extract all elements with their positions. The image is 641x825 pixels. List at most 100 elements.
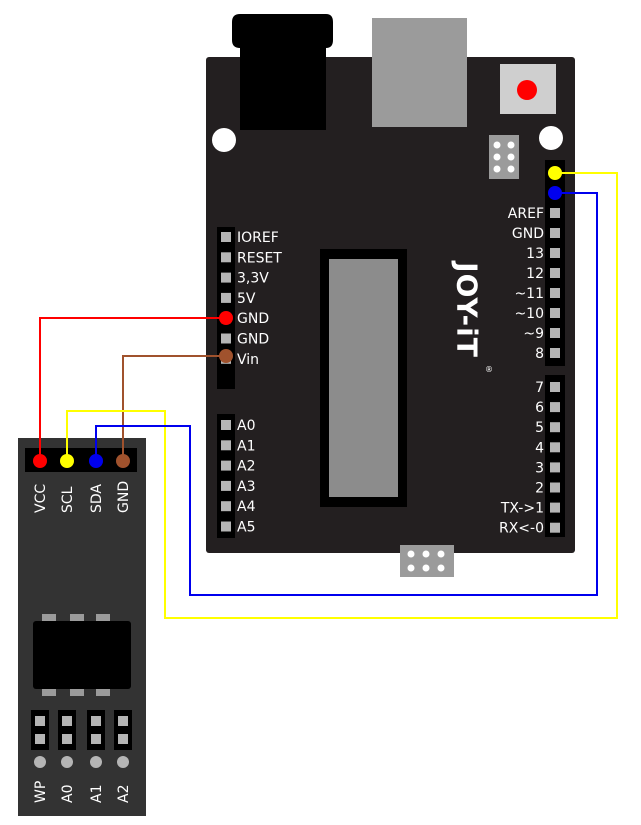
digital-pin bbox=[550, 248, 560, 258]
module-pin-label: SCL bbox=[60, 486, 76, 513]
module-pin-sda bbox=[89, 454, 103, 468]
digital-pin bbox=[550, 288, 560, 298]
address-pad bbox=[34, 756, 46, 768]
eeprom-module: VCC SCL SDA GND WP A0 A1 A2 bbox=[18, 438, 146, 816]
address-pin-label: WP bbox=[33, 781, 49, 803]
power-pin-label: GND bbox=[237, 311, 269, 327]
eeprom-chip bbox=[33, 614, 131, 696]
module-pin-vcc bbox=[33, 454, 47, 468]
digital-pin-label: 12 bbox=[526, 266, 544, 282]
power-pin-label: RESET bbox=[237, 250, 282, 266]
jumper-pin bbox=[62, 734, 72, 744]
digital-pin-label: RX<-0 bbox=[499, 521, 544, 537]
digital-pin bbox=[550, 422, 560, 433]
address-pin-label: A2 bbox=[116, 785, 132, 803]
jumper-pin bbox=[91, 734, 101, 744]
digital-pin bbox=[550, 502, 560, 513]
analog-pin bbox=[221, 420, 231, 430]
icsp-header-top bbox=[489, 135, 519, 179]
microcontroller-chip bbox=[329, 259, 398, 497]
usb-connector bbox=[372, 18, 467, 127]
analog-pin-label: A4 bbox=[237, 499, 256, 515]
address-pin-label: A0 bbox=[60, 785, 76, 803]
jumper-pin bbox=[91, 716, 101, 726]
wire-sda bbox=[95, 192, 598, 596]
digital-pin-label: ~11 bbox=[514, 286, 544, 302]
analog-pin-label: A0 bbox=[237, 418, 255, 434]
address-pad bbox=[90, 756, 102, 768]
power-pin-label: 3,3V bbox=[237, 271, 269, 287]
jumper-pin bbox=[118, 734, 128, 744]
address-jumpers: WP A0 A1 A2 bbox=[31, 710, 132, 803]
brand-logo: JOY-iT bbox=[451, 260, 484, 358]
digital-pin bbox=[550, 482, 560, 493]
address-pad bbox=[61, 756, 73, 768]
digital-pin-label: 5 bbox=[535, 420, 544, 436]
analog-pin-label: A5 bbox=[237, 520, 255, 536]
digital-pin-label: ~10 bbox=[514, 306, 544, 322]
power-pin-label: IOREF bbox=[237, 230, 279, 246]
digital-pin-label: 4 bbox=[535, 440, 544, 456]
digital-pin bbox=[550, 328, 560, 338]
mounting-hole bbox=[273, 554, 297, 578]
module-pin-label: GND bbox=[116, 481, 132, 513]
analog-pin bbox=[221, 460, 231, 471]
digital-pin-label: 6 bbox=[535, 400, 544, 416]
digital-pin bbox=[550, 348, 560, 358]
power-pin-label: GND bbox=[237, 332, 269, 348]
digital-pin-label: AREF bbox=[508, 206, 544, 222]
digital-pin bbox=[550, 382, 560, 392]
digital-pin bbox=[550, 208, 560, 218]
brand-logo-text: JOY-iT bbox=[451, 260, 484, 358]
dc-jack bbox=[232, 14, 333, 130]
analog-pin-label: A3 bbox=[237, 479, 255, 495]
analog-pin bbox=[221, 521, 231, 532]
analog-pin bbox=[221, 440, 231, 451]
pin-5v-connected bbox=[219, 311, 233, 325]
digital-pin bbox=[550, 442, 560, 453]
power-pin bbox=[221, 272, 231, 283]
power-pin-label: Vin bbox=[237, 352, 259, 368]
digital-pin bbox=[550, 268, 560, 278]
analog-pin-label: A2 bbox=[237, 459, 255, 475]
analog-pin bbox=[221, 480, 231, 491]
mounting-hole bbox=[539, 126, 563, 150]
jumper-pin bbox=[35, 734, 45, 744]
address-pin-label: A1 bbox=[89, 785, 105, 803]
power-header-strip bbox=[217, 227, 235, 389]
digital-pin-label: 3 bbox=[535, 460, 544, 476]
jumper-pin bbox=[118, 716, 128, 726]
digital-pin-label: ~9 bbox=[523, 326, 544, 342]
pin-sda-connected bbox=[548, 186, 562, 200]
module-pin-scl bbox=[60, 454, 74, 468]
module-pin-label: SDA bbox=[89, 484, 105, 513]
digital-pin bbox=[550, 228, 560, 238]
reset-button bbox=[517, 80, 537, 100]
module-pin-labels: VCC SCL SDA GND bbox=[33, 481, 132, 513]
registered-mark: ® bbox=[485, 365, 493, 374]
pin-gnd-connected bbox=[219, 349, 233, 363]
digital-pin-label: 2 bbox=[535, 481, 544, 497]
wires bbox=[33, 166, 618, 619]
analog-pin-label: A1 bbox=[237, 438, 255, 454]
address-pad bbox=[117, 756, 129, 768]
power-pin bbox=[221, 292, 231, 303]
mounting-hole bbox=[512, 554, 536, 578]
power-pin bbox=[221, 232, 231, 242]
power-pin bbox=[221, 333, 231, 344]
analog-header-strip bbox=[217, 414, 235, 538]
digital-pin-label: GND bbox=[512, 226, 544, 242]
module-pin-label: VCC bbox=[33, 484, 49, 513]
digital-pin-label: 13 bbox=[526, 246, 544, 262]
pin-scl-connected bbox=[548, 166, 562, 180]
module-pin-gnd bbox=[116, 454, 130, 468]
icsp-header-bottom bbox=[400, 545, 454, 577]
analog-pin bbox=[221, 501, 231, 512]
power-pin bbox=[221, 252, 231, 263]
power-pin-label: 5V bbox=[237, 291, 256, 307]
mounting-hole bbox=[212, 128, 236, 152]
